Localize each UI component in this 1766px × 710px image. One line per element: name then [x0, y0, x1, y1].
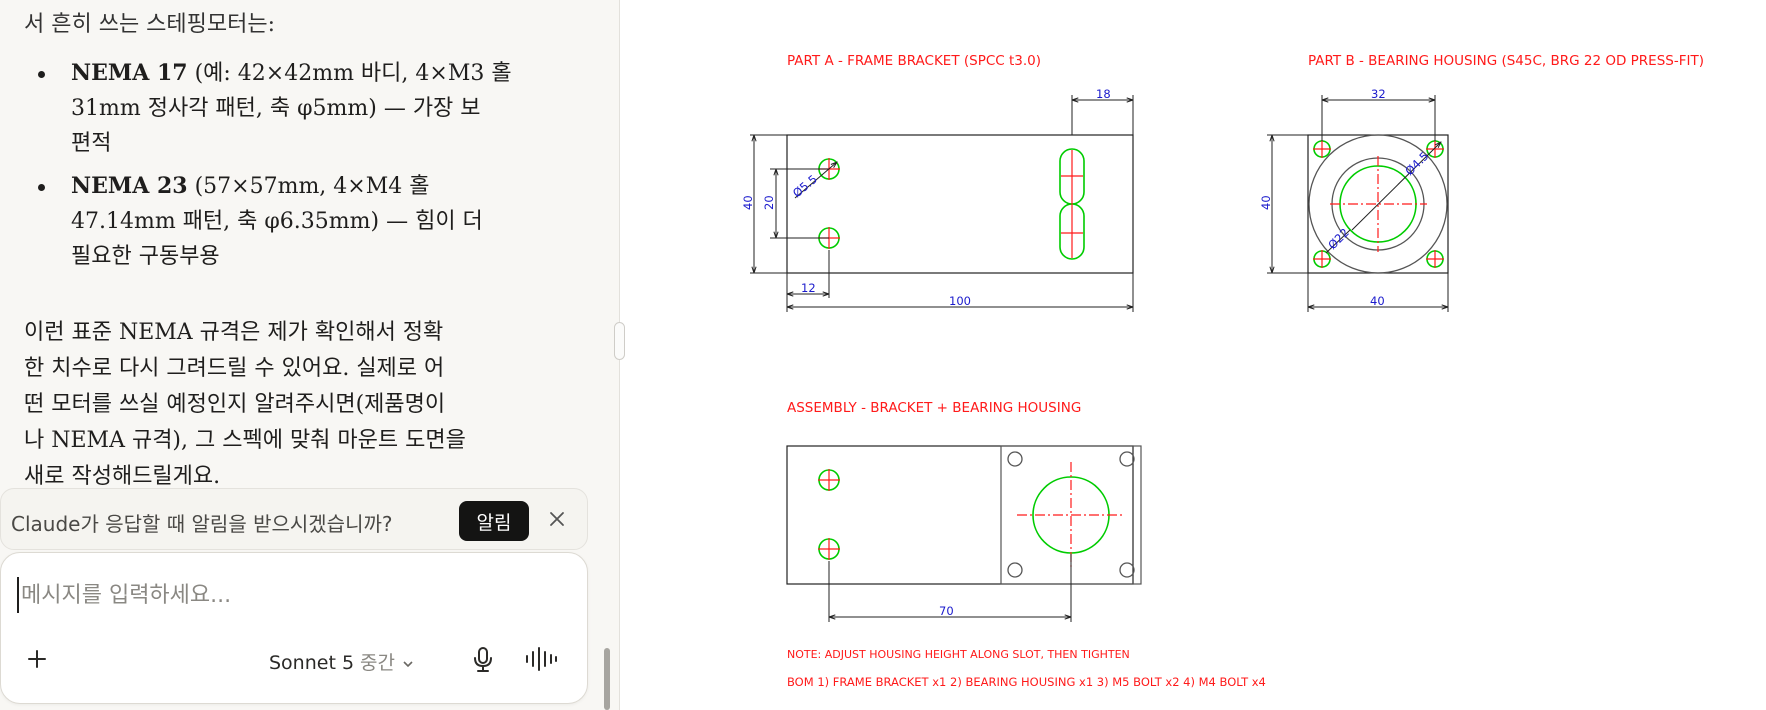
drawing-note: NOTE: ADJUST HOUSING HEIGHT ALONG SLOT, …: [787, 648, 1130, 661]
dim-bore-dia: Ø22: [1325, 225, 1352, 252]
assembly-view: 70: [786, 445, 1142, 622]
list-item-title: NEMA 23: [71, 173, 188, 199]
effort-level: 중간: [360, 652, 396, 674]
list-item-text: (예: 42×42mm 바디, 4×M3 홀: [187, 61, 512, 86]
dim-part-a-length: 100: [949, 294, 971, 308]
list-item-text: 31mm 정사각 패턴, 축 φ5mm) — 가장 보: [71, 96, 481, 121]
notification-text: Claude가 응답할 때 알림을 받으시겠습니까?: [11, 512, 393, 536]
message-line: 서 흔히 쓰는 스테핑모터는:: [24, 12, 276, 37]
list-item-text: 편적: [71, 131, 112, 156]
list-item-text: (57×57mm, 4×M4 홀: [187, 174, 430, 199]
list-item-title: NEMA 17: [71, 60, 188, 86]
chevron-down-icon: [403, 660, 413, 667]
bullet-icon: [38, 184, 45, 191]
part-b-title: PART B - BEARING HOUSING (S45C, BRG 22 O…: [1308, 53, 1704, 69]
dim-slot-width: 18: [1096, 87, 1111, 101]
list-item-text: 필요한 구동부용: [71, 244, 220, 269]
list-item-text: 47.14mm 패턴, 축 φ6.35mm) — 힘이 더: [71, 209, 483, 234]
dim-part-b-height: 40: [1259, 195, 1273, 210]
enable-notifications-button[interactable]: 알림: [459, 501, 529, 541]
panel-resize-handle[interactable]: [614, 322, 625, 360]
dim-bolt-dia: Ø4.5: [1402, 149, 1431, 178]
part-a-title: PART A - FRAME BRACKET (SPCC t3.0): [787, 53, 1041, 69]
paragraph-line: 한 치수로 다시 그려드릴 수 있어요. 실제로 어: [24, 356, 445, 381]
drawing-panel: PART A - FRAME BRACKET (SPCC t3.0) PART …: [625, 0, 1766, 710]
message-input[interactable]: [17, 577, 557, 613]
paragraph-line: 떤 모터를 쓰실 예정인지 알려주시면(제품명이: [24, 392, 446, 417]
assembly-title: ASSEMBLY - BRACKET + BEARING HOUSING: [787, 400, 1081, 416]
plus-icon[interactable]: [21, 643, 53, 675]
chat-panel: 서 흔히 쓰는 스테핑모터는: NEMA 17 (예: 42×42mm 바디, …: [0, 0, 620, 710]
notification-prompt: Claude가 응답할 때 알림을 받으시겠습니까? 알림: [0, 488, 588, 550]
paragraph-line: 새로 작성해드릴게요.: [24, 464, 221, 489]
message-composer: Sonnet 5중간: [0, 552, 588, 704]
voice-waveform-icon[interactable]: [523, 643, 559, 675]
paragraph-line: 이런 표준 NEMA 규격은 제가 확인해서 정확: [24, 320, 444, 345]
bill-of-materials: BOM 1) FRAME BRACKET x1 2) BEARING HOUSI…: [787, 675, 1266, 689]
dim-hole-pitch: 20: [762, 195, 776, 210]
list-item: NEMA 23 (57×57mm, 4×M4 홀 47.14mm 패턴, 축 φ…: [24, 169, 524, 274]
message-paragraph: 이런 표준 NEMA 규격은 제가 확인해서 정확 한 치수로 다시 그려드릴 …: [24, 315, 524, 495]
paragraph-line: 나 NEMA 규격), 그 스펙에 맞춰 마운트 도면을: [24, 428, 466, 453]
list-item: NEMA 17 (예: 42×42mm 바디, 4×M3 홀 31mm 정사각 …: [24, 56, 524, 161]
part-a-view: 18 40 20 Ø5.5 12 100: [741, 87, 1133, 312]
cad-drawing: PART A - FRAME BRACKET (SPCC t3.0) PART …: [741, 53, 1704, 689]
dim-assembly-offset: 70: [939, 604, 954, 618]
dim-hole-dia: Ø5.5: [790, 172, 820, 200]
dim-part-b-width: 40: [1370, 294, 1385, 308]
nema-list: NEMA 17 (예: 42×42mm 바디, 4×M3 홀 31mm 정사각 …: [24, 56, 524, 282]
chat-scrollbar[interactable]: [600, 0, 614, 710]
part-b-view: 32 40 Ø4.5 Ø22 40: [1259, 87, 1448, 312]
dim-bolt-pitch: 32: [1371, 87, 1386, 101]
dim-hole-x: 12: [801, 281, 816, 295]
bullet-icon: [38, 71, 45, 78]
close-icon[interactable]: [543, 505, 571, 533]
scrollbar-thumb[interactable]: [604, 648, 610, 710]
model-name: Sonnet 5: [269, 652, 355, 674]
dim-part-a-height: 40: [741, 195, 755, 210]
microphone-icon[interactable]: [467, 643, 499, 675]
